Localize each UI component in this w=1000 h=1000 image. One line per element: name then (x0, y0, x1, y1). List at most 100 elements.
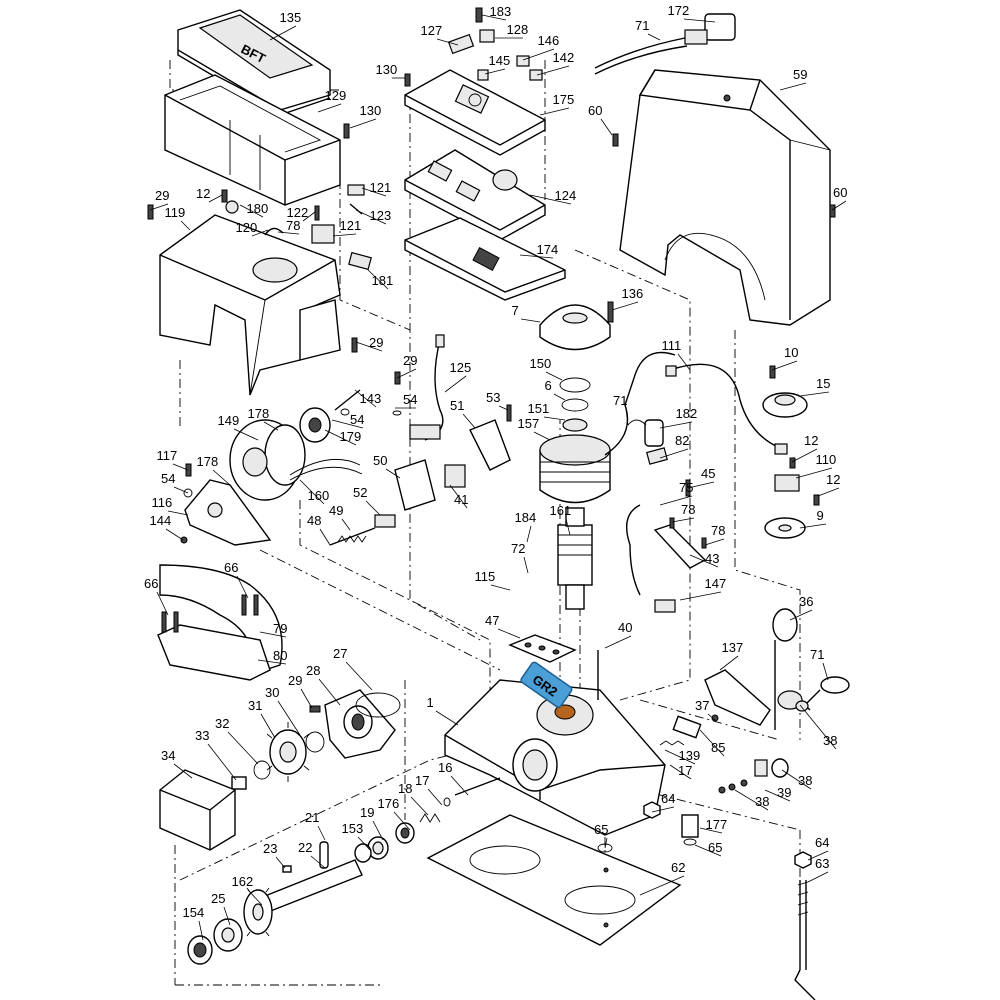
part-number-label: 71 (810, 647, 824, 662)
part-number-label: 66 (144, 576, 158, 591)
callout-c110: 110 (795, 452, 836, 479)
part-number-label: 36 (799, 594, 813, 609)
callout-c28: 28 (306, 663, 341, 706)
callout-c121b: 121 (332, 218, 361, 237)
callout-c177: 177 (699, 817, 727, 834)
leader-line (372, 820, 384, 841)
terminal-51-53 (469, 404, 512, 471)
callout-c175: 175 (539, 92, 574, 116)
part-number-label: 53 (486, 390, 500, 405)
leader-line (539, 107, 570, 116)
leader-line (704, 538, 725, 546)
part-number-label: 48 (307, 513, 321, 528)
part-number-label: 179 (340, 429, 362, 444)
callout-c18: 18 (398, 781, 429, 816)
leader-line (345, 661, 373, 691)
part-number-label: 130 (360, 103, 382, 118)
wire-111 (665, 363, 788, 455)
part-number-label: 17 (415, 773, 429, 788)
callout-c180: 180 (239, 201, 269, 218)
rack-bracket-79-80 (157, 564, 283, 681)
gear-31-ring-30 (266, 722, 325, 782)
callout-c54a: 54 (395, 392, 417, 409)
callout-c10: 10 (771, 345, 798, 371)
part-number-label: 85 (711, 740, 725, 755)
leader-line (679, 591, 722, 601)
callout-c29c: 29 (396, 353, 417, 379)
leader-line (165, 528, 184, 541)
leader-line (156, 591, 169, 616)
callout-c115: 115 (475, 569, 511, 591)
part-number-label: 161 (550, 503, 572, 518)
leader-line (354, 389, 377, 408)
callout-c142: 142 (536, 50, 574, 76)
callout-c12b: 12 (791, 433, 818, 463)
leader-line (522, 48, 555, 61)
callout-c162: 162 (232, 874, 263, 906)
callout-c54b: 54 (331, 412, 364, 429)
callout-c153: 153 (342, 821, 371, 851)
leader-line (365, 500, 381, 516)
callout-c47: 47 (485, 613, 521, 639)
part-number-label: 162 (232, 874, 254, 889)
callout-c36: 36 (789, 594, 813, 621)
leader-line (625, 408, 629, 426)
part-number-label: 180 (247, 201, 269, 216)
part-number-label: 183 (490, 4, 512, 19)
leader-line (764, 789, 791, 802)
screw-130a (343, 123, 350, 139)
flange-27-28 (309, 689, 401, 759)
callout-c22: 22 (298, 840, 326, 869)
callout-c48: 48 (307, 513, 331, 546)
callout-c16: 16 (438, 760, 469, 796)
callout-c32: 32 (215, 716, 259, 765)
callout-c117: 117 (157, 448, 189, 471)
part-number-label: 60 (833, 185, 847, 200)
leader-line (173, 486, 189, 494)
leader-line (227, 731, 259, 765)
callout-c54c: 54 (161, 471, 189, 494)
base-plate-62 (426, 814, 682, 946)
part-number-label: 60 (588, 103, 602, 118)
callout-c17a: 17 (669, 763, 692, 780)
part-number-label: 51 (450, 398, 464, 413)
leader-line (355, 341, 383, 352)
callout-c143: 143 (354, 389, 381, 408)
leader-line (317, 825, 326, 841)
motor-cap-7 (539, 301, 614, 351)
part-number-label: 29 (403, 353, 417, 368)
part-number-label: 43 (705, 551, 719, 566)
part-number-label: 1 (427, 695, 434, 710)
callout-c172: 172 (668, 3, 716, 23)
part-number-label: 64 (815, 835, 829, 850)
callout-c85: 85 (699, 729, 725, 757)
leader-line (734, 789, 769, 811)
part-number-label: 29 (155, 188, 169, 203)
part-number-label: 64 (661, 791, 675, 806)
leader-line (497, 628, 521, 639)
part-number-label: 130 (376, 62, 398, 77)
part-number-label: 82 (675, 433, 689, 448)
part-number-label: 174 (537, 242, 559, 257)
leader-line (223, 906, 231, 926)
callout-c157: 157 (518, 416, 551, 441)
callout-c182: 182 (659, 406, 697, 429)
part-number-label: 34 (161, 748, 175, 763)
part-number-label: 154 (183, 905, 205, 920)
key-lock-71-38 (777, 676, 850, 712)
leader-line (498, 405, 509, 411)
leader-line (300, 688, 313, 709)
part-number-label: 117 (157, 448, 178, 463)
leader-line (275, 856, 286, 869)
board-175 (404, 69, 546, 156)
leader-line (212, 469, 231, 486)
callout-c49: 49 (329, 503, 351, 531)
callout-c71b: 71 (613, 393, 629, 426)
callout-c78a: 78 (277, 218, 300, 235)
leader-line (149, 203, 169, 211)
callout-c137: 137 (719, 640, 743, 671)
part-number-label: 52 (353, 485, 367, 500)
leader-line (167, 510, 189, 516)
leader-line (198, 920, 204, 941)
part-number-label: 129 (325, 88, 347, 103)
